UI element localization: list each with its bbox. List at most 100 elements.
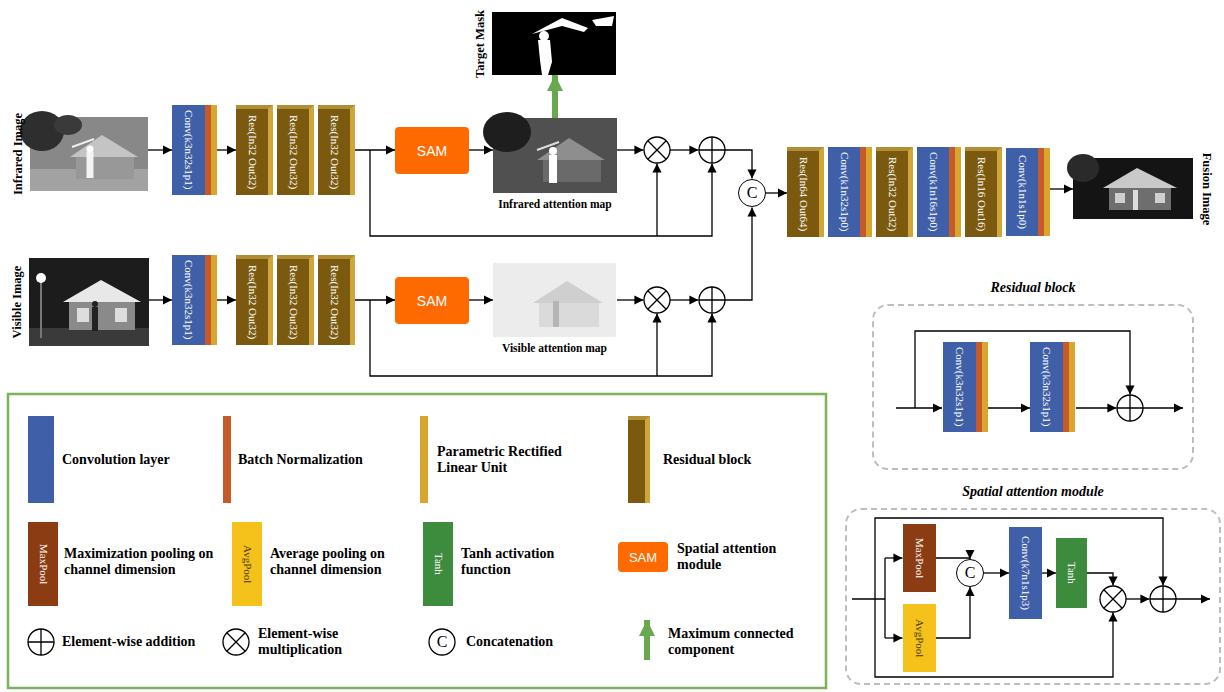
swatch-label: Tanh <box>433 553 444 575</box>
add-operator <box>1150 586 1176 612</box>
wire <box>725 208 752 301</box>
connector-arrow <box>355 149 395 150</box>
tanh-box: Tanh <box>1056 538 1087 608</box>
conv-layer: Conv(k7n1s1p3) <box>1009 527 1042 619</box>
layer-label: Conv(k7n1s1p3) <box>1020 536 1031 610</box>
multiply-symbol <box>227 633 245 651</box>
residual-block: Res(In32 Out32) <box>318 105 355 195</box>
wire <box>1076 407 1117 408</box>
target-mask-picture <box>492 12 616 75</box>
legend-text: Maximization pooling on channel dimensio… <box>64 546 219 578</box>
image-caption: Visible Image <box>11 266 25 339</box>
wire <box>884 558 885 638</box>
layer-label: MaxPool <box>914 538 925 578</box>
multiply-operator <box>648 291 666 309</box>
fusion-image: Fusion Image <box>1073 158 1193 219</box>
layer-label: Conv(k1n1s1p0) <box>1017 155 1028 229</box>
layer-label: AvgPool <box>914 619 925 657</box>
panel-title: Residual block <box>874 280 1192 296</box>
infrared-image: Infrared Image <box>30 117 148 191</box>
picture-tree <box>483 112 531 152</box>
legend-text: Convolution layer <box>62 452 212 468</box>
green-arrow <box>552 75 558 118</box>
add-operator <box>1117 395 1143 421</box>
wire <box>1176 598 1210 599</box>
multiply-operator <box>1100 586 1126 612</box>
picture-lamp <box>36 273 46 283</box>
image-caption: Infrared Image <box>12 113 26 195</box>
legend-frame <box>8 394 826 688</box>
wire <box>617 149 644 150</box>
add-operator <box>699 137 725 163</box>
legend-text: Maximum connected component <box>668 626 818 658</box>
picture-window <box>1115 193 1125 203</box>
picture-ground <box>492 12 616 75</box>
layer-label: SAM <box>417 143 447 159</box>
layer-label: Res(In32 Out32) <box>247 265 258 339</box>
picture-blob <box>592 16 614 26</box>
concat-letter: C <box>747 185 758 201</box>
wire <box>670 299 699 300</box>
fusion-picture <box>1067 154 1193 219</box>
picture-window <box>1155 193 1165 203</box>
picture-person <box>92 301 98 307</box>
add-symbol <box>28 629 54 655</box>
layer-label: Conv(k1n32s1p0) <box>839 152 850 231</box>
concat-circle: C <box>738 179 766 207</box>
image-caption: Infrared attention map <box>498 198 612 210</box>
add-operator <box>699 287 725 313</box>
symbol-label: SAM <box>629 551 657 564</box>
residual-block: Res(In32 Out32) <box>236 255 273 345</box>
picture-ground <box>493 263 616 337</box>
conv-layer: Conv(k3n32s1p1) <box>172 255 217 345</box>
picture-tree <box>54 115 82 135</box>
picture-tent <box>537 138 605 160</box>
layer-label: Conv(k3n32s1p1) <box>1041 347 1052 426</box>
legend-text: Average pooling on channel dimension <box>270 546 418 578</box>
image-caption: Target Mask <box>474 10 488 78</box>
connector-arrow <box>1050 188 1073 189</box>
picture-person <box>553 301 559 327</box>
connector-arrow <box>469 149 493 150</box>
connector-arrow <box>355 299 395 300</box>
visible-attention-picture <box>493 263 616 337</box>
connector-arrow <box>984 572 1009 573</box>
image-caption: Visible attention map <box>502 342 607 354</box>
concat-circle: C <box>956 559 984 587</box>
picture-window <box>77 308 89 322</box>
add-symbol <box>28 629 54 655</box>
visible-picture <box>29 258 149 346</box>
wire <box>1143 407 1183 408</box>
picture-tent <box>539 303 599 327</box>
green-arrow-symbol <box>644 620 650 660</box>
skip-wire <box>875 599 1113 677</box>
layer-label: Tanh <box>1066 562 1077 584</box>
add-operator <box>699 137 725 163</box>
picture-person <box>538 40 552 75</box>
skip-wire <box>656 314 657 377</box>
connector-arrow <box>988 407 1030 408</box>
residual-block: Res(In32 Out32) <box>876 147 913 237</box>
wire <box>725 150 752 179</box>
avgpool-box: AvgPool <box>903 604 936 672</box>
picture-person <box>87 146 94 153</box>
legend-text: Tanh activation function <box>461 546 591 578</box>
multiply-operator <box>648 141 666 159</box>
connector-arrow <box>469 299 493 300</box>
residual-block: Res(In32 Out32) <box>277 255 314 345</box>
picture-umbrella <box>532 18 588 34</box>
layer-label: Res(In16 Out16) <box>976 157 987 231</box>
wire <box>896 407 942 408</box>
picture-person <box>549 147 557 155</box>
layer-label: Conv(k1n16s1p0) <box>928 152 939 231</box>
picture-person <box>1133 190 1138 210</box>
skip-wire <box>656 164 657 237</box>
layer-label: Res(In32 Out32) <box>288 115 299 189</box>
picture-tent <box>63 280 141 302</box>
panel-title: Spatial attention module <box>847 484 1219 500</box>
multiply-symbol <box>223 629 249 655</box>
connector-arrow <box>217 149 236 150</box>
wire <box>885 557 903 558</box>
conv-layer: Conv(k3n32s1p1) <box>172 105 217 195</box>
